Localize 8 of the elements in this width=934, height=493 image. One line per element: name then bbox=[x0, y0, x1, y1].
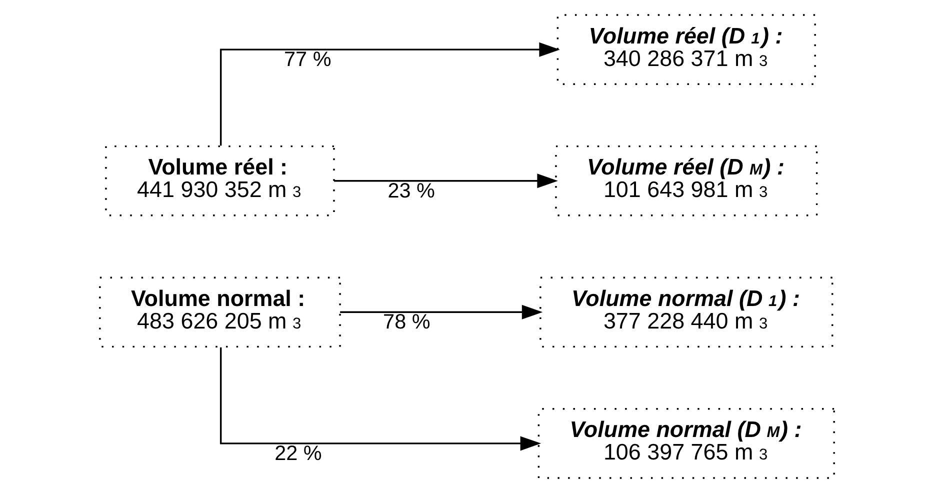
edge-label: 77 % bbox=[284, 48, 332, 72]
edge-label: 23 % bbox=[388, 179, 435, 202]
arrow bbox=[340, 304, 543, 320]
arrow bbox=[220, 347, 542, 451]
edge-label: 78 % bbox=[383, 310, 430, 334]
arrow bbox=[220, 42, 560, 146]
edge-label: 22 % bbox=[274, 442, 322, 466]
arrow bbox=[334, 174, 558, 188]
